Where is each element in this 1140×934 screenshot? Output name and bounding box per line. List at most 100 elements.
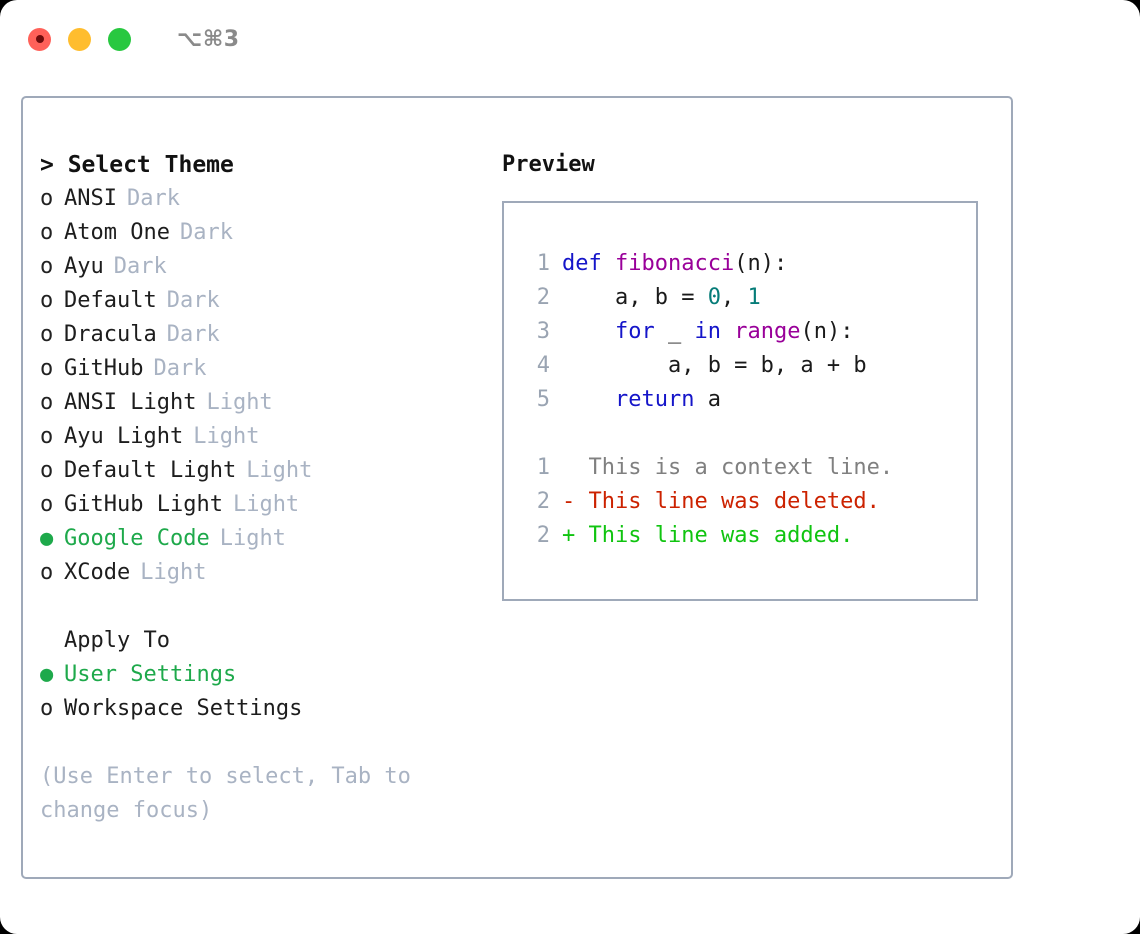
code-token-fn: range [734, 319, 801, 344]
code-line: 1 def fibonacci(n): [522, 247, 976, 281]
theme-name: Ayu Light [64, 424, 184, 449]
theme-name: ANSI Light [64, 390, 197, 415]
theme-name: GitHub Light [64, 492, 223, 517]
theme-variant-badge: Light [246, 458, 313, 483]
code-token-id: a [694, 387, 721, 412]
theme-variant-badge: Light [193, 424, 260, 449]
radio-unselected-icon: o [40, 220, 54, 245]
radio-unselected-icon: o [40, 696, 54, 721]
apply-to-heading-label: Apply To [64, 628, 170, 653]
theme-variant-badge: Dark [126, 186, 180, 211]
theme-name: ANSI [64, 186, 117, 211]
radio-unselected-icon: o [40, 492, 54, 517]
radio-unselected-icon: o [40, 458, 54, 483]
code-line: 2 a, b = 0, 1 [522, 281, 976, 315]
diff-line-deleted: 2- This line was deleted. [522, 485, 976, 519]
code-line-content: a, b = b, a + b [562, 349, 867, 383]
theme-variant-badge: Dark [179, 220, 233, 245]
preview-title: Preview [502, 152, 595, 177]
theme-variant-badge: Light [219, 526, 286, 551]
apply-to-label: User Settings [64, 662, 237, 687]
radio-unselected-icon: o [40, 288, 54, 313]
diff-sign: - [562, 489, 576, 514]
radio-unselected-icon: o [40, 322, 54, 347]
line-number: 2 [536, 489, 550, 514]
code-token-fn: fibonacci [614, 251, 735, 276]
keyboard-shortcut-label: ⌥⌘3 [177, 26, 240, 52]
line-number: 3 [536, 319, 550, 344]
radio-unselected-icon: o [40, 424, 54, 449]
code-token-kw: def [562, 251, 615, 276]
minimize-button[interactable] [68, 27, 91, 51]
line-number: 4 [536, 353, 550, 378]
apply-to-label: Workspace Settings [64, 696, 303, 721]
code-token-num: 0 [707, 285, 721, 310]
code-token-pun: (n): [734, 251, 788, 276]
theme-list-item[interactable]: o Atom One Dark [40, 216, 500, 250]
apply-to-marker-placeholder: o [40, 624, 64, 658]
diff-sign: + [562, 523, 576, 548]
radio-unselected-icon: o [40, 254, 54, 279]
radio-selected-icon: ● [40, 662, 54, 687]
code-line-content: a, b = 0, 1 [562, 281, 761, 315]
close-button[interactable] [28, 27, 51, 51]
radio-unselected-icon: o [40, 390, 54, 415]
theme-list-item[interactable]: o GitHub Light Light [40, 488, 500, 522]
hint-spacer [40, 726, 500, 760]
apply-to-option[interactable]: ● User Settings [40, 658, 500, 692]
code-line: 5 return a [522, 383, 976, 417]
theme-name: XCode [64, 560, 131, 585]
line-number: 1 [536, 251, 550, 276]
code-line-content: for _ in range(n): [562, 315, 853, 349]
code-token-kw: for [562, 319, 655, 344]
diff-gap [522, 417, 976, 451]
theme-list-item[interactable]: o Default Light Light [40, 454, 500, 488]
select-theme-heading: > Select Theme [40, 152, 234, 178]
theme-list-item[interactable]: o XCode Light [40, 556, 500, 590]
theme-variant-badge: Light [140, 560, 207, 585]
window-controls [28, 27, 131, 51]
radio-unselected-icon: o [40, 560, 54, 585]
diff-text: This line was added. [575, 523, 854, 548]
code-token-id: a, b = b, a + b [562, 353, 867, 378]
code-token-num: 1 [747, 285, 761, 310]
theme-name: Google Code [64, 526, 210, 551]
maximize-button[interactable] [108, 27, 131, 51]
diff-line-added: 2 + This line was added. [522, 519, 976, 553]
apply-to-heading: o Apply To [40, 624, 500, 658]
title-bar: ⌥⌘3 [0, 0, 1140, 78]
apply-to-option[interactable]: o Workspace Settings [40, 692, 500, 726]
theme-name: GitHub [64, 356, 144, 381]
line-number: 2 [536, 285, 550, 310]
theme-name: Default Light [64, 458, 237, 483]
keyboard-hint-text: (Use Enter to select, Tab to change focu… [40, 764, 425, 823]
code-token-id [721, 319, 734, 344]
code-token-id: a, b = [562, 285, 708, 310]
line-number: 2 [536, 523, 550, 548]
code-line: 3 for _ in range(n): [522, 315, 976, 349]
apply-to-list[interactable]: ● User Settings o Workspace Settings [40, 658, 500, 726]
code-line-content: return a [562, 383, 721, 417]
diff-line-context: 1 This is a context line. [522, 451, 976, 485]
diff-sign [562, 451, 575, 485]
theme-variant-badge: Dark [113, 254, 167, 279]
theme-name: Default [64, 288, 157, 313]
theme-variant-badge: Light [232, 492, 300, 517]
line-number: 1 [536, 455, 550, 480]
diff-text: This is a context line. [575, 455, 894, 480]
theme-name: Atom One [64, 220, 170, 245]
theme-list-item[interactable]: o Ayu Light Light [40, 420, 500, 454]
